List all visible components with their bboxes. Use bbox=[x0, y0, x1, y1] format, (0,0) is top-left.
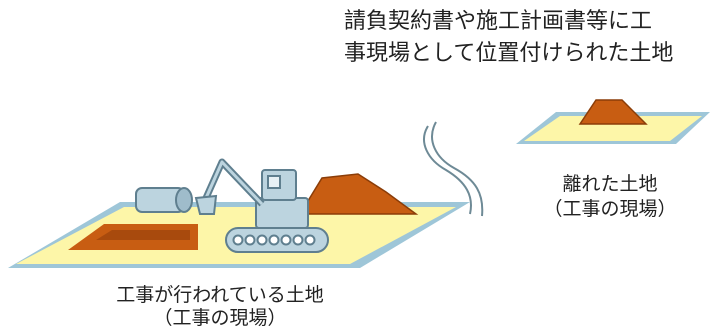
remote-definition-line-2: 事現場として位置付けられた土地 bbox=[344, 41, 674, 66]
remote-site-line-1: 離れた土地 bbox=[562, 173, 658, 195]
excavator-icon bbox=[194, 158, 329, 253]
main-site-line-2: （工事の現場） bbox=[153, 307, 287, 329]
remote-construction-land bbox=[516, 112, 710, 144]
remote-site-caption: 離れた土地 （工事の現場） bbox=[520, 172, 700, 222]
remote-site-line-2: （工事の現場） bbox=[543, 198, 677, 220]
remote-land-definition-caption: 請負契約書や施工計画書等に工 事現場として位置付けられた土地 bbox=[344, 6, 709, 70]
main-site-line-1: 工事が行われている土地 bbox=[116, 284, 324, 306]
excavation-pit-icon bbox=[68, 224, 198, 250]
remote-definition-line-1: 請負契約書や施工計画書等に工 bbox=[344, 9, 653, 34]
main-site-caption: 工事が行われている土地 （工事の現場） bbox=[70, 284, 370, 330]
remote-soil-mound-icon bbox=[578, 99, 648, 125]
separation-curve-icon bbox=[423, 121, 484, 217]
pipe-icon bbox=[135, 187, 193, 213]
soil-mound-icon bbox=[298, 173, 419, 215]
